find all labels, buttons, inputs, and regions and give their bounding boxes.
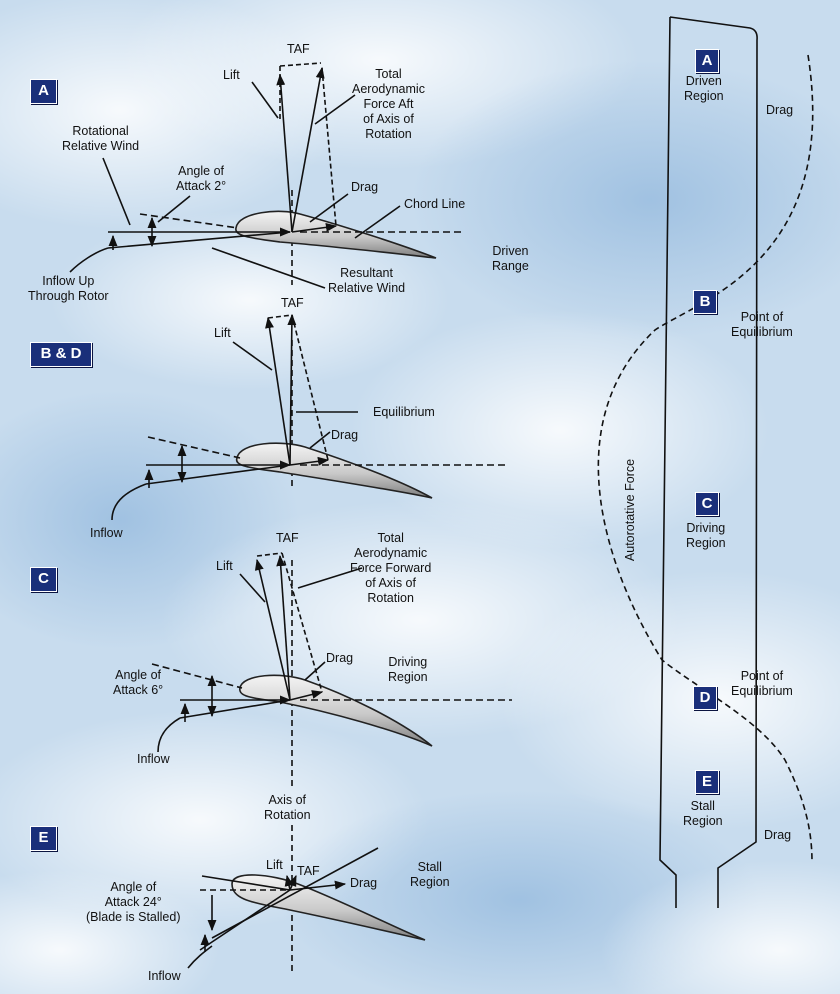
autorotative-force-label: Autorotative Force: [623, 458, 637, 562]
region-badge-b: B: [693, 290, 717, 314]
taf-box-bd2: [291, 314, 329, 461]
drag-label-top: Drag: [766, 103, 794, 117]
panel-badge-bd: B & D: [30, 342, 92, 367]
taf-label-a: TAF: [287, 42, 310, 56]
inflow-label-bd: Inflow: [90, 526, 123, 540]
resultant-relative-wind-label: Resultant Relative Wind: [328, 266, 406, 295]
lift-vector-bd: [265, 316, 291, 466]
total-force-label-a: Total Aerodynamic Force Aft of Axis of R…: [352, 67, 425, 141]
region-label-c: Driving Region: [686, 521, 726, 550]
angle-of-attack-label-c: Angle of Attack 6°: [113, 668, 164, 697]
lift-vector-a: [276, 73, 293, 233]
region-label-d: Point of Equilibrium: [731, 669, 793, 698]
inflow-line-a: [107, 231, 291, 249]
airfoil-c: [239, 674, 433, 747]
drag-label-e: Drag: [350, 876, 378, 890]
region-label-e: Stall Region: [683, 799, 723, 828]
drag-vector-e: [289, 880, 347, 891]
inflow-label-e: Inflow: [148, 969, 181, 983]
lift-label-e: Lift: [266, 858, 283, 872]
region-badge-c: C: [695, 492, 719, 516]
region-badge-e: E: [695, 770, 719, 794]
leader-drag-bd: [309, 431, 331, 449]
taf-box-c2: [281, 552, 323, 693]
panel-badge-a: A: [30, 79, 57, 104]
chord-line-c: [151, 663, 243, 689]
blade-outline-left: [659, 16, 677, 908]
chord-line-bd: [147, 436, 241, 459]
leader-lift-bd: [232, 341, 273, 371]
leader-total-a: [314, 94, 356, 125]
chord-line-a: [139, 213, 239, 229]
leader-resultant-a: [211, 247, 326, 289]
leader-rel-wind-a: [102, 157, 131, 226]
airfoil-bd: [235, 442, 433, 499]
inflow-label-a: Inflow Up Through Rotor: [28, 274, 109, 303]
leader-lift-c: [239, 573, 266, 603]
axis-of-rotation-label: Axis of Rotation: [264, 793, 311, 822]
taf-box-a: [279, 62, 322, 67]
taf-vector-a: [291, 66, 325, 233]
taf-box-c: [256, 552, 283, 557]
panel-badge-e: E: [30, 826, 57, 851]
stall-region-label-e: Stall Region: [410, 860, 450, 889]
taf-label-bd: TAF: [281, 296, 304, 310]
inflow-line-e: [199, 889, 291, 951]
airfoil-e: [231, 874, 426, 941]
inflow-label-c: Inflow: [137, 752, 170, 766]
leader-aoa-a: [157, 195, 191, 223]
leader-total-c: [297, 567, 363, 589]
angle-of-attack-label-e: Angle of Attack 24° (Blade is Stalled): [86, 880, 181, 924]
leader-lift-a: [251, 81, 279, 119]
taf-label-e: TAF: [297, 864, 320, 878]
leader-inflow-e: [187, 945, 213, 969]
leader-drag-c: [304, 661, 326, 681]
region-badge-d: D: [693, 686, 717, 710]
total-force-label-c: Total Aerodynamic Force Forward of Axis …: [350, 531, 432, 605]
taf-label-c: TAF: [276, 531, 299, 545]
taf-box-bd: [267, 314, 293, 319]
force-curve: [597, 54, 814, 863]
leader-chord-a: [354, 205, 401, 239]
blade-outline-right: [669, 16, 758, 908]
lift-label-a: Lift: [223, 68, 240, 82]
lift-vector-c: [254, 558, 291, 701]
drag-vector-bd: [289, 456, 330, 466]
drag-label-bottom: Drag: [764, 828, 792, 842]
leader-inflow-c: [157, 717, 181, 753]
leader-drag-a: [309, 193, 349, 223]
drag-vector-a: [291, 222, 338, 233]
chord-line-label: Chord Line: [404, 197, 466, 211]
region-badge-a: A: [695, 49, 719, 73]
taf-vector-c: [276, 554, 291, 701]
drag-label-bd: Drag: [331, 428, 359, 442]
drag-label-a: Drag: [351, 180, 379, 194]
inflow-line-bd: [145, 464, 291, 485]
region-label-a: Driven Region: [684, 74, 724, 103]
lift-label-bd: Lift: [214, 326, 231, 340]
taf-box-a3: [321, 67, 337, 227]
leader-inflow-bd: [111, 483, 147, 521]
taf-vector-e: [287, 874, 297, 891]
airfoil-a: [235, 210, 437, 259]
driven-range-label: Driven Range: [492, 244, 529, 273]
driving-region-label-c: Driving Region: [388, 655, 428, 684]
panel-badge-c: C: [30, 567, 57, 592]
leader-inflow-a: [69, 247, 109, 273]
chord-line-e: [201, 875, 291, 891]
drag-vector-c: [289, 690, 324, 701]
region-label-b: Point of Equilibrium: [731, 310, 793, 339]
equilibrium-label: Equilibrium: [373, 405, 435, 419]
rotational-relative-wind-label: Rotational Relative Wind: [62, 124, 140, 153]
angle-of-attack-label-a: Angle of Attack 2°: [176, 164, 227, 193]
lift-label-c: Lift: [216, 559, 233, 573]
inflow-line-c: [179, 699, 291, 719]
taf-vector-bd: [287, 313, 297, 466]
drag-label-c: Drag: [326, 651, 354, 665]
